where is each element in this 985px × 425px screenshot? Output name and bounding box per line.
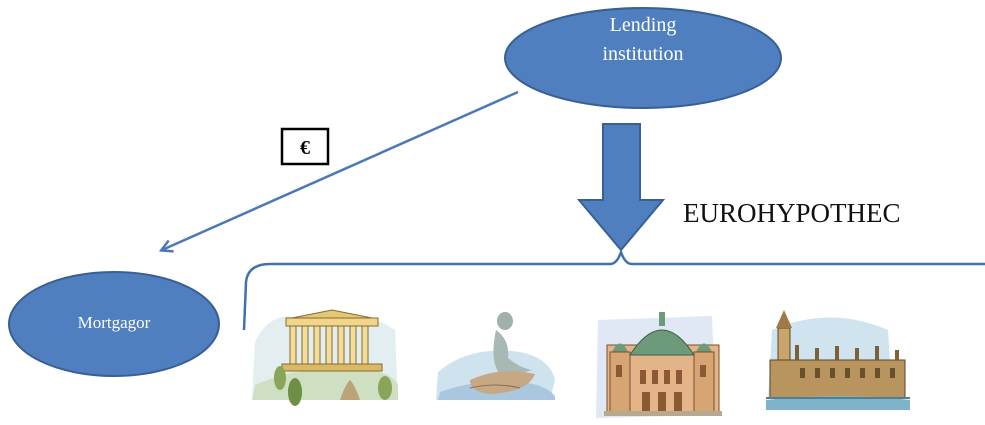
mortgagor-label: Mortgagor [78,313,151,332]
lending-institution-node: Lending institution [504,7,782,109]
euro-symbol: € [300,137,310,159]
down-block-arrow [576,123,666,252]
euro-box: € [280,127,330,166]
brace-line [242,248,985,331]
loan-arrow [162,90,519,250]
parliament-icon [766,310,910,410]
eurohypothec-label: EUROHYPOTHEC [683,198,901,228]
mortgagor-node: Mortgagor [8,271,220,377]
little-mermaid-statue-icon [436,312,555,400]
greek-temple-icon [252,309,398,406]
lender-label-line1: Lending [610,14,677,36]
lender-label-line2: institution [602,43,683,65]
cathedral-icon [596,312,722,418]
